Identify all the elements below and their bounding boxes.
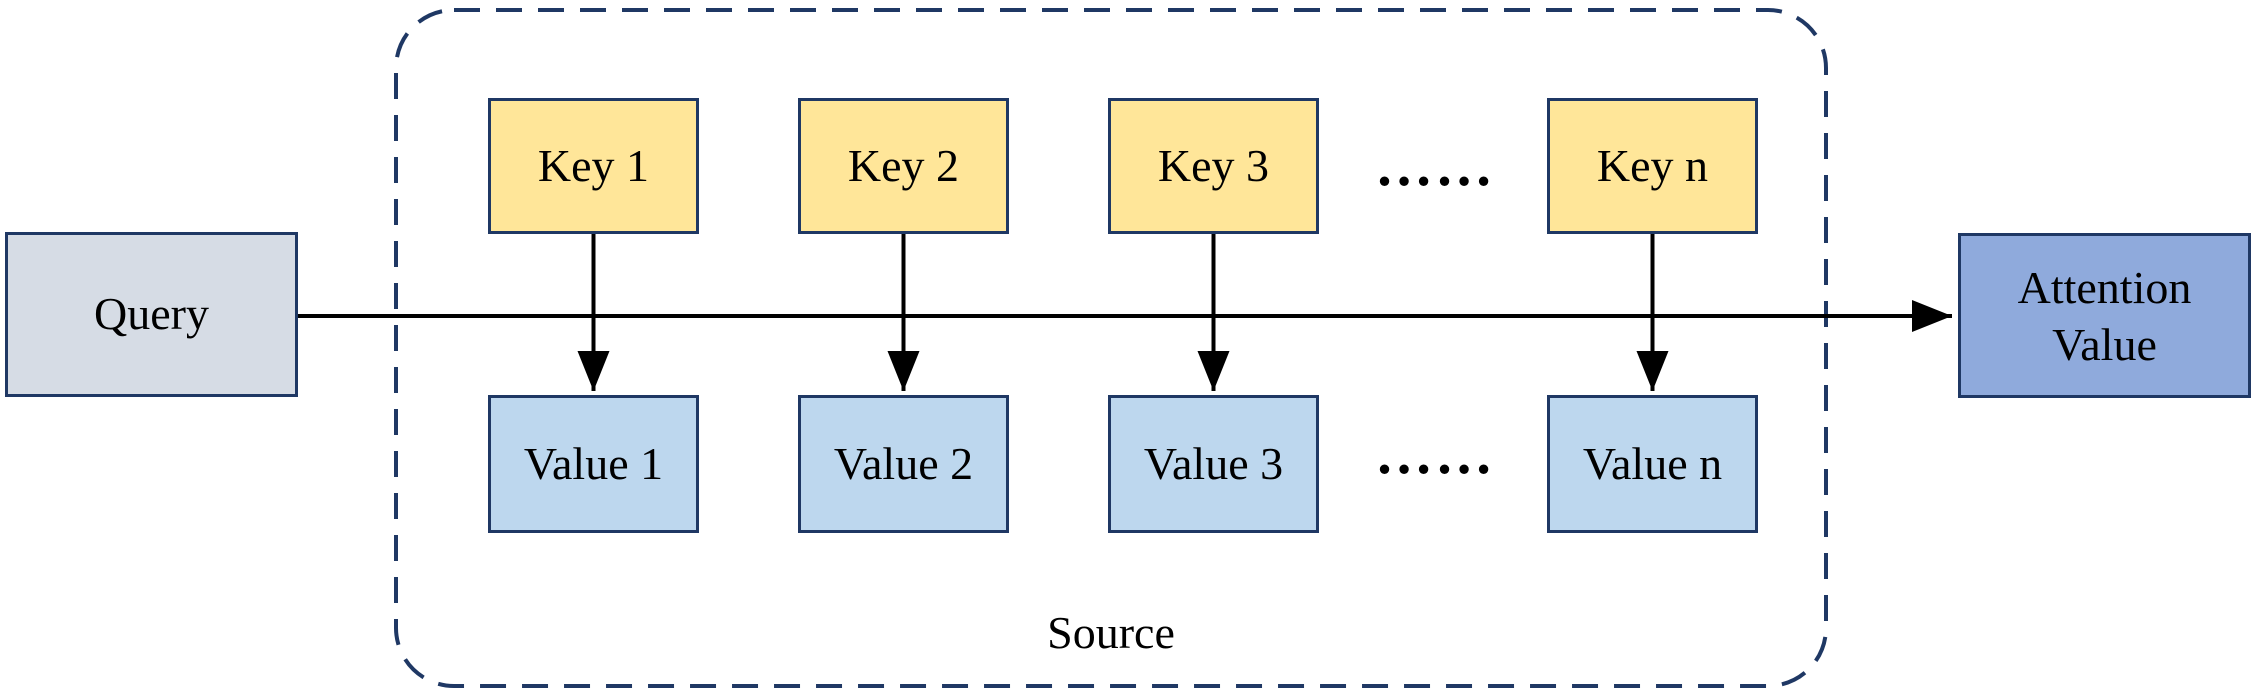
attention-value-label-line1: Attention	[2017, 261, 2192, 313]
value-1-label: Value 1	[523, 437, 664, 489]
key-n-label: Key n	[1596, 139, 1709, 191]
key-2-box: Key 2	[798, 98, 1009, 234]
value-3-label: Value 3	[1143, 437, 1284, 489]
value-n-label: Value n	[1582, 437, 1723, 489]
keys-ellipsis: ……	[1375, 133, 1495, 198]
source-dashed-border	[394, 8, 1828, 688]
key-3-box: Key 3	[1108, 98, 1319, 234]
attention-value-label-line2: Value	[2052, 318, 2157, 370]
value-2-label: Value 2	[833, 437, 974, 489]
value-2-box: Value 2	[798, 395, 1009, 533]
key-1-label: Key 1	[537, 139, 650, 191]
value-3-box: Value 3	[1108, 395, 1319, 533]
value-1-box: Value 1	[488, 395, 699, 533]
source-label: Source	[1047, 607, 1175, 658]
query-box: Query	[5, 232, 298, 397]
attention-value-box: Attention Value	[1958, 233, 2251, 398]
values-ellipsis: ……	[1375, 421, 1495, 486]
query-label: Query	[94, 288, 209, 340]
key-1-box: Key 1	[488, 98, 699, 234]
key-3-label: Key 3	[1157, 139, 1270, 191]
value-n-box: Value n	[1547, 395, 1758, 533]
key-n-box: Key n	[1547, 98, 1758, 234]
key-2-label: Key 2	[847, 139, 960, 191]
